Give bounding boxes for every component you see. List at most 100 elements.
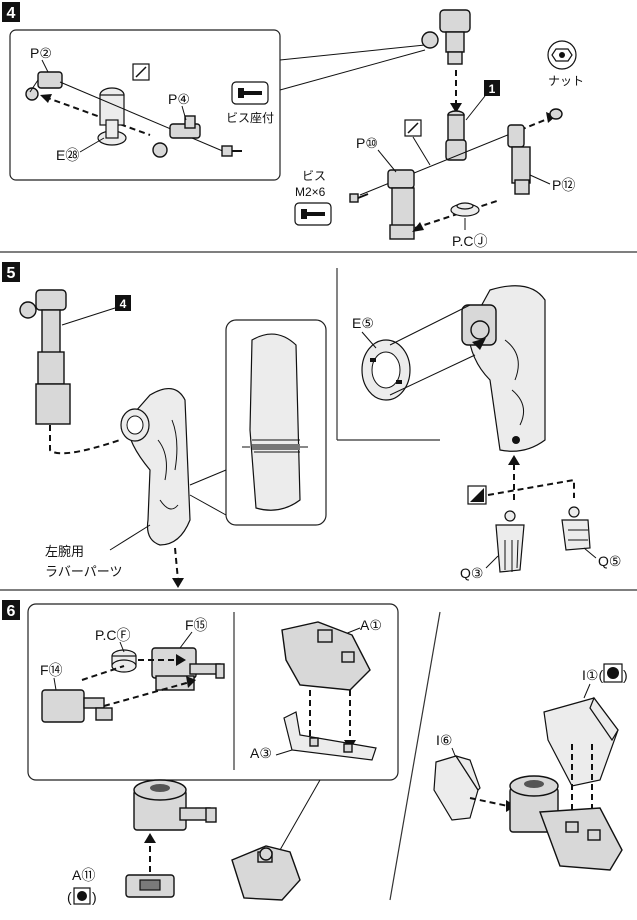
leader-p12 [529, 174, 551, 185]
label-e5: E⑤ [352, 315, 374, 331]
guide-line-upper [389, 304, 471, 346]
leader-f15 [179, 631, 193, 649]
label-a1: A① [360, 617, 382, 633]
joint-part-middle [445, 110, 467, 161]
leader-e28 [79, 137, 105, 153]
dash-f14-lower [103, 681, 191, 707]
arrowhead-a11-up [144, 833, 156, 843]
step-5-number: 5 [7, 265, 16, 282]
inset-arrowhead [40, 94, 52, 103]
step-5: 5 4 左腕用 ラバーパーツ [2, 262, 621, 588]
label-i1: I①( [582, 667, 603, 683]
step-6-number: 6 [7, 603, 16, 620]
step-6-diagonal-divider [389, 611, 441, 901]
leader-4 [61, 307, 116, 326]
label-screw: ビス [302, 169, 326, 183]
step-6: 6 P.CⒻ F⑮ F⑭ A① [2, 600, 628, 905]
step-4-inset [9, 29, 281, 181]
joint-part-top [421, 9, 471, 65]
leader-1 [465, 95, 486, 121]
leader-p2 [41, 59, 49, 73]
label-nut: ナット [548, 74, 584, 88]
part-i1 [543, 696, 619, 787]
leader-glue [412, 136, 431, 166]
inset-shaft [59, 81, 226, 153]
leader-pcf [119, 641, 125, 653]
leader-i1 [583, 683, 591, 699]
label-p12: P⑫ [552, 177, 575, 193]
label-pcf: P.CⒻ [95, 627, 131, 643]
step-4-number: 4 [7, 5, 16, 22]
part-i6 [433, 754, 481, 821]
label-a11-open: ( [67, 889, 72, 905]
label-q5: Q⑤ [598, 553, 621, 569]
step-6-inset [27, 603, 399, 781]
badge-4 [115, 295, 131, 311]
label-i6: I⑥ [436, 732, 452, 748]
detail-callout-upper [189, 469, 227, 486]
label-screw-seat: ビス座付 [226, 110, 274, 125]
guide-line-lower [389, 354, 476, 396]
rubber-arm-part [120, 388, 191, 546]
arrowhead-e5 [472, 338, 486, 350]
leader-e5 [361, 331, 377, 349]
inset-part-p2 [25, 71, 63, 101]
dash-arm-to-rubber [49, 425, 121, 455]
part-q3-hand [495, 510, 525, 573]
label-p10: P⑩ [356, 135, 378, 151]
dash-i6 [469, 797, 509, 807]
arrowhead-f14 [186, 676, 196, 688]
nut-icon [547, 40, 577, 70]
label-q3: Q③ [460, 565, 483, 581]
main-screw [349, 193, 369, 203]
dash-f14-upper [81, 665, 125, 681]
inset-part-e28 [97, 87, 127, 146]
step-6-badge [2, 600, 20, 620]
label-a11: A⑪ [72, 867, 95, 883]
inset-callout-line-bottom [279, 49, 426, 91]
part-q5-hand [561, 506, 591, 551]
leader-q3 [485, 555, 499, 569]
badge-1 [484, 80, 500, 96]
label-screw-size: M2×6 [295, 185, 326, 199]
part-pcj [450, 202, 480, 217]
part-a3 [283, 711, 377, 761]
screw-icon [294, 202, 332, 226]
inset-part-p4 [152, 115, 201, 158]
arrowhead-pcj [412, 222, 424, 232]
leader-p10 [377, 149, 397, 173]
step-5-badge [2, 262, 20, 282]
label-a3: A③ [250, 745, 272, 761]
label-left-arm-line1: 左腕用 [45, 544, 84, 559]
inset-dash-arrow [44, 96, 151, 136]
leader-p4 [181, 105, 187, 121]
inset-screw [221, 145, 242, 157]
shoulder-rubber-assembly [461, 285, 546, 452]
arrowhead-joint [450, 103, 462, 113]
arrowhead-pcf [176, 654, 186, 666]
label-1: 1 [489, 82, 496, 96]
dash-nut [519, 117, 551, 131]
label-f14: F⑭ [40, 662, 63, 678]
label-p2: P② [30, 45, 52, 61]
dash-hand-swap [487, 478, 575, 498]
label-e28: E㉘ [56, 147, 79, 163]
part-e5 [361, 339, 411, 401]
arrowhead-hand-up [508, 455, 520, 465]
label-p4: P④ [168, 91, 190, 107]
part-f14 [41, 689, 113, 723]
inset-callout-line-top [279, 44, 426, 61]
leader-f14 [53, 677, 57, 691]
base-assembly-right [509, 775, 623, 871]
arrowhead-arm-down [172, 578, 184, 588]
main-glue-icon [404, 119, 422, 137]
i1-color-dot [607, 667, 619, 679]
screw-seat-icon [231, 81, 269, 105]
part-p10 [387, 169, 415, 240]
label-a11-close: ) [92, 889, 97, 905]
label-f15: F⑮ [185, 617, 208, 633]
base-assembly-center [231, 845, 301, 901]
detail-rubber-sleeve [242, 333, 308, 511]
